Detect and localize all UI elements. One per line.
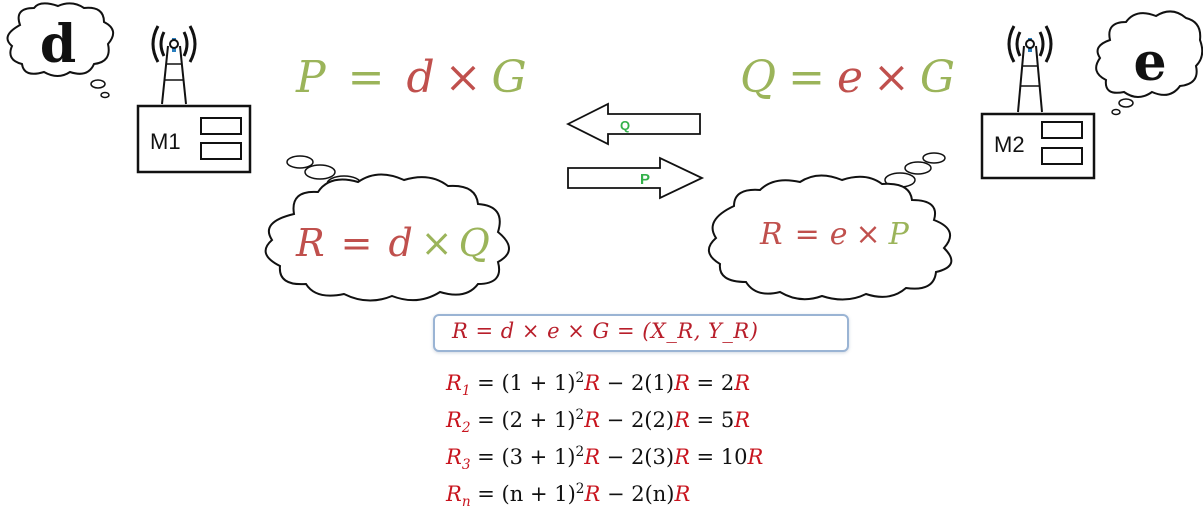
shared-formula-right: R=e×P — [759, 217, 910, 252]
equation-r1: R1 = (1 + 1)2R − 2(1)R = 2R — [446, 370, 750, 400]
message-q: Q — [620, 118, 630, 133]
equation-rn: Rn = (n + 1)2R − 2(n)R — [446, 481, 691, 511]
device-m1: M1 — [136, 104, 252, 174]
eq-sub: 2 — [461, 420, 471, 437]
antenna-icon — [151, 25, 197, 105]
eq-body: = (1 + 1) — [470, 371, 576, 395]
combined-key-box — [433, 314, 849, 352]
equation-r3: R3 = (3 + 1)2R − 2(3)R = 10R — [446, 444, 764, 474]
eq-lhs: R — [446, 445, 462, 469]
eq-tail: = 10 — [689, 445, 748, 469]
message-p: P — [640, 171, 650, 188]
antenna-icon — [1007, 25, 1053, 113]
eq-lhs: R — [446, 371, 462, 395]
eq-mid: − 2(3) — [600, 445, 675, 469]
arrow-q-left: Q — [565, 102, 701, 146]
eq-mid: − 2(1) — [600, 371, 675, 395]
device-label-m1: M1 — [150, 129, 181, 154]
thought-cloud-shared-left: R=d×Q — [264, 155, 510, 302]
eq-tail: = 2 — [689, 371, 735, 395]
eq-sup: 2 — [575, 407, 585, 423]
eq-sub: 3 — [461, 457, 471, 474]
eq-sup: 2 — [575, 370, 585, 386]
eq-sup: 2 — [575, 444, 585, 460]
equation-r2: R2 = (2 + 1)2R − 2(2)R = 5R — [446, 407, 750, 437]
eq-lhs: R — [446, 482, 462, 506]
device-m2: M2 — [980, 112, 1096, 180]
eq-body: = (2 + 1) — [470, 408, 576, 432]
eq-tail-r: R — [734, 408, 750, 432]
eq-tail: = 5 — [689, 408, 735, 432]
secret-e: e — [1133, 32, 1166, 93]
secret-d: d — [40, 14, 76, 75]
thought-cloud-e: e — [1095, 10, 1203, 116]
eq-sub: 1 — [461, 383, 471, 400]
eq-lhs: R — [446, 408, 462, 432]
arrow-p-right: P — [567, 156, 705, 200]
eq-tail-r: R — [734, 371, 750, 395]
combined-key-formula: R = d × e × G = (X_R, Y_R) — [452, 319, 759, 343]
eq-tail-r: R — [747, 445, 764, 469]
public-key-p: P=d×G — [295, 52, 527, 103]
eq-sub: n — [461, 494, 471, 511]
shared-formula-left: R=d×Q — [295, 221, 490, 265]
eq-mid: − 2(n) — [600, 482, 675, 506]
public-key-q: Q=e×G — [740, 52, 955, 103]
thought-cloud-d: d — [6, 2, 115, 99]
eq-sup: 2 — [575, 481, 585, 497]
thought-cloud-shared-right: R=e×P — [708, 152, 953, 301]
device-label-m2: M2 — [994, 132, 1025, 157]
eq-body: = (n + 1) — [470, 482, 576, 506]
eq-body: = (3 + 1) — [470, 445, 576, 469]
eq-mid: − 2(2) — [600, 408, 675, 432]
